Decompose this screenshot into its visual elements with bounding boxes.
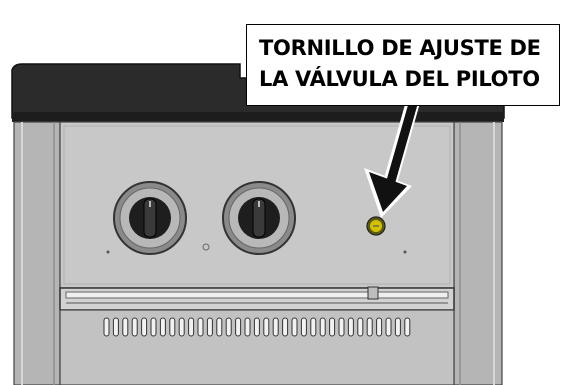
vent-slot [263,317,270,337]
right-side-panel [453,121,503,385]
arrow-icon [364,93,422,218]
vent-slot [366,317,373,337]
knob-left [113,181,187,255]
vent-slot [178,317,185,337]
vent-slot [159,317,166,337]
vent-slot [376,317,383,337]
vent-slot [122,317,129,337]
vent-slot [338,317,345,337]
vent-slot [253,317,260,337]
callout-box: TORNILLO DE AJUSTE DE LA VÁLVULA DEL PIL… [246,24,560,106]
vent-slot [206,317,213,337]
knob-right [222,181,296,255]
vent-slot [385,317,392,337]
vent-slot [291,317,298,337]
vent-slot [272,317,279,337]
vent-slot [235,317,242,337]
vent-slot [169,317,176,337]
vent-slot [141,317,148,337]
vent-slot [310,317,317,337]
vent-slot [347,317,354,337]
vent-slots [103,317,411,337]
vent-slot [404,317,411,337]
vent-slot [131,317,138,337]
vent-slot [197,317,204,337]
vent-slot [300,317,307,337]
oven-handle [59,286,455,311]
vent-slot [103,317,110,337]
left-side-panel [13,121,61,385]
vent-slot [150,317,157,337]
vent-slot [225,317,232,337]
screw-icon [366,216,386,236]
oven-door [59,309,455,385]
callout-line-1: TORNILLO DE AJUSTE DE [259,36,541,60]
vent-slot [244,317,251,337]
vent-slot [216,317,223,337]
vent-slot [329,317,336,337]
vent-slot [357,317,364,337]
vent-slot [394,317,401,337]
vent-slot [319,317,326,337]
vent-slot [112,317,119,337]
vent-slot [188,317,195,337]
callout-line-2: LA VÁLVULA DEL PILOTO [259,67,540,91]
vent-slot [282,317,289,337]
